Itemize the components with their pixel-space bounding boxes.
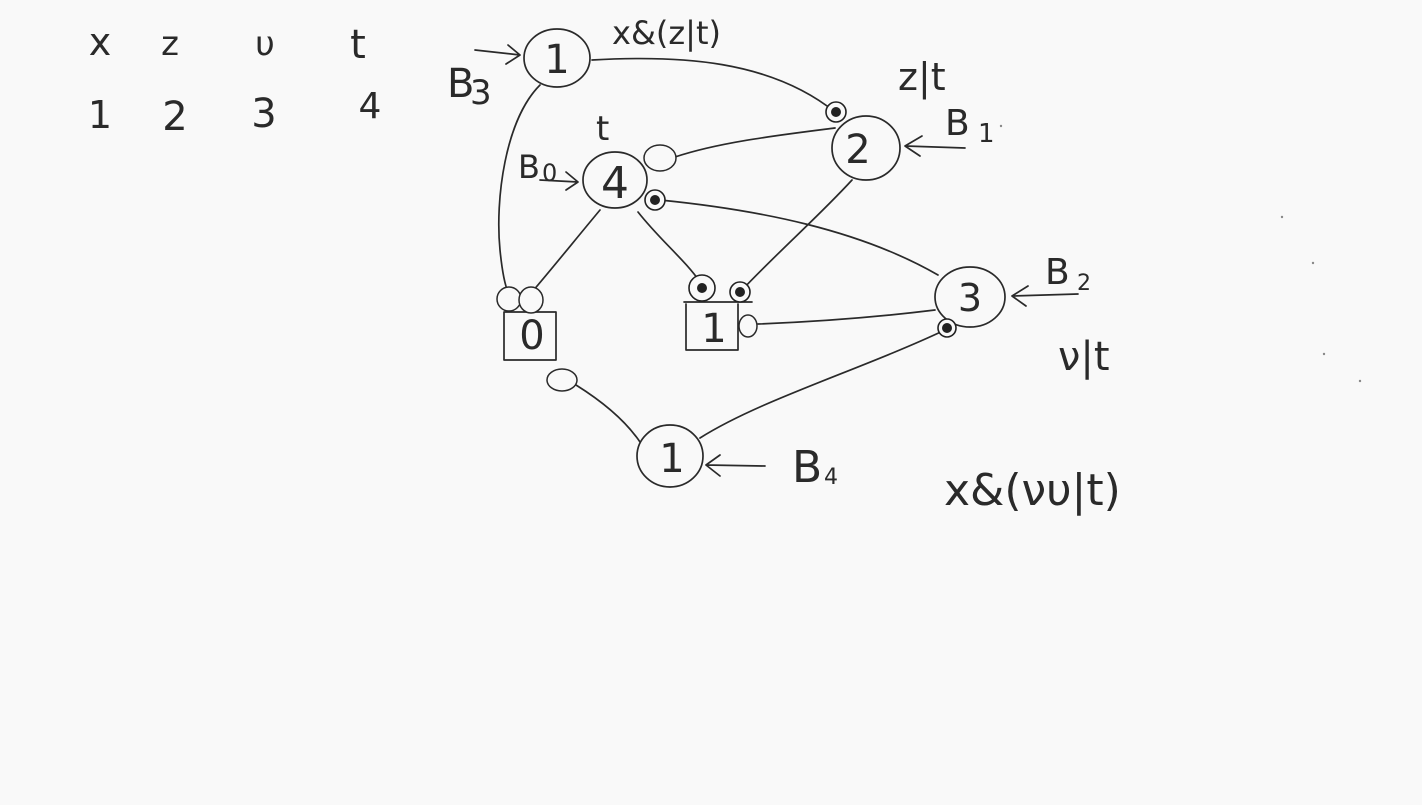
box-1: 1 xyxy=(683,301,753,352)
node-3: 3 xyxy=(934,266,1006,328)
legend-var-u: υ xyxy=(255,24,275,64)
input-b3: B 3 xyxy=(447,44,521,113)
variable-legend: x z υ t 1 2 3 4 xyxy=(88,20,382,140)
edge-box0-to-bottom1 xyxy=(575,384,641,443)
speck xyxy=(1311,261,1315,265)
node-3-circle xyxy=(934,266,1006,328)
open-dot-box0-left xyxy=(496,286,522,312)
speck xyxy=(1358,379,1362,383)
legend-index-3: 3 xyxy=(251,91,276,137)
input-b3-letter: B xyxy=(447,61,474,107)
node-2: 2 xyxy=(831,115,901,181)
edges xyxy=(497,57,946,443)
node-bottom-1: 1 xyxy=(636,424,704,488)
edge-3-to-bottom1 xyxy=(699,329,946,439)
input-b4-letter: B xyxy=(792,442,822,493)
node-4-label: 4 xyxy=(601,158,629,209)
filled-dot-node2-core xyxy=(831,107,841,117)
edge-4-to-box1 xyxy=(637,211,701,283)
edge-3-to-box1 xyxy=(757,309,936,325)
input-b2: B 2 xyxy=(1011,252,1091,307)
arrow-b0-icon xyxy=(539,171,579,191)
filled-dot-box1-left-core xyxy=(697,283,707,293)
legend-var-t: t xyxy=(350,22,366,68)
filled-dot-node2 xyxy=(825,101,847,123)
box-0: 0 xyxy=(503,311,557,361)
label-t: t xyxy=(596,109,609,149)
label-nu-given-t: ν|t xyxy=(1058,334,1110,380)
input-b4: B 4 xyxy=(705,442,838,493)
legend-index-2: 2 xyxy=(162,94,187,140)
legend-var-z: z xyxy=(161,24,179,64)
input-b1: B 1 xyxy=(904,103,995,157)
input-b2-sub: 2 xyxy=(1077,271,1091,296)
filled-dot-box1-right-core xyxy=(735,287,745,297)
arrow-b2-icon xyxy=(1011,285,1079,307)
node-4-circle xyxy=(582,151,648,209)
filled-dot-box1-left xyxy=(688,274,716,302)
node-bottom-1-circle xyxy=(636,424,704,488)
input-b3-sub: 3 xyxy=(470,73,492,113)
speck xyxy=(1280,215,1284,219)
input-b1-letter: B xyxy=(945,103,970,144)
speck xyxy=(999,124,1003,128)
node-top-1-circle xyxy=(523,28,591,88)
arrow-b4-icon xyxy=(705,454,766,477)
box-0-outline xyxy=(503,311,557,361)
edge-top1-to-box0 xyxy=(497,84,541,293)
arrow-b3-icon xyxy=(474,44,521,65)
filled-dot-node3-core xyxy=(942,323,952,333)
input-b1-sub: 1 xyxy=(978,119,995,149)
input-b2-letter: B xyxy=(1045,252,1070,293)
node-2-label: 2 xyxy=(845,127,870,173)
open-dot-node4-top xyxy=(643,144,677,172)
speck xyxy=(1322,352,1326,356)
open-dot-box1-right xyxy=(738,314,758,338)
open-dot-box0-bottom xyxy=(546,368,578,392)
box-1-label: 1 xyxy=(701,306,726,352)
node-bottom-1-label: 1 xyxy=(659,436,684,482)
filled-dot-node3 xyxy=(937,318,957,338)
input-b4-sub: 4 xyxy=(824,465,838,490)
node-top-1-label: 1 xyxy=(544,37,569,83)
filled-dot-box1-right xyxy=(729,281,751,303)
edge-2-to-box1 xyxy=(741,179,853,291)
label-z-given-t: z|t xyxy=(898,55,946,100)
input-b0: B 0 xyxy=(518,148,579,191)
input-b0-sub: 0 xyxy=(542,159,557,187)
legend-index-1: 1 xyxy=(88,93,112,137)
node-2-circle xyxy=(831,115,901,181)
arrow-b1-icon xyxy=(904,135,966,157)
filled-dot-node4 xyxy=(644,189,666,211)
edge-2-to-4 xyxy=(674,127,836,158)
edge-top1-to-2 xyxy=(591,57,836,113)
box-0-label: 0 xyxy=(519,313,544,359)
filled-dot-node4-core xyxy=(650,195,660,205)
edge-4-to-box0 xyxy=(531,209,601,293)
open-dot-box0-right xyxy=(518,286,544,314)
board-specks xyxy=(999,124,1362,383)
node-3-label: 3 xyxy=(958,276,982,320)
node-4: 4 xyxy=(582,151,648,209)
edge-4-to-3 xyxy=(659,199,939,276)
legend-index-4: 4 xyxy=(359,86,382,127)
open-dots xyxy=(496,144,758,392)
label-top-expression: x&(z|t) xyxy=(612,14,721,52)
label-bottom-expression: x&(νυ|t) xyxy=(944,465,1121,516)
legend-var-x: x xyxy=(89,20,112,64)
input-b0-letter: B xyxy=(518,148,540,186)
filled-dots xyxy=(644,101,957,338)
node-top-1: 1 xyxy=(523,28,591,88)
